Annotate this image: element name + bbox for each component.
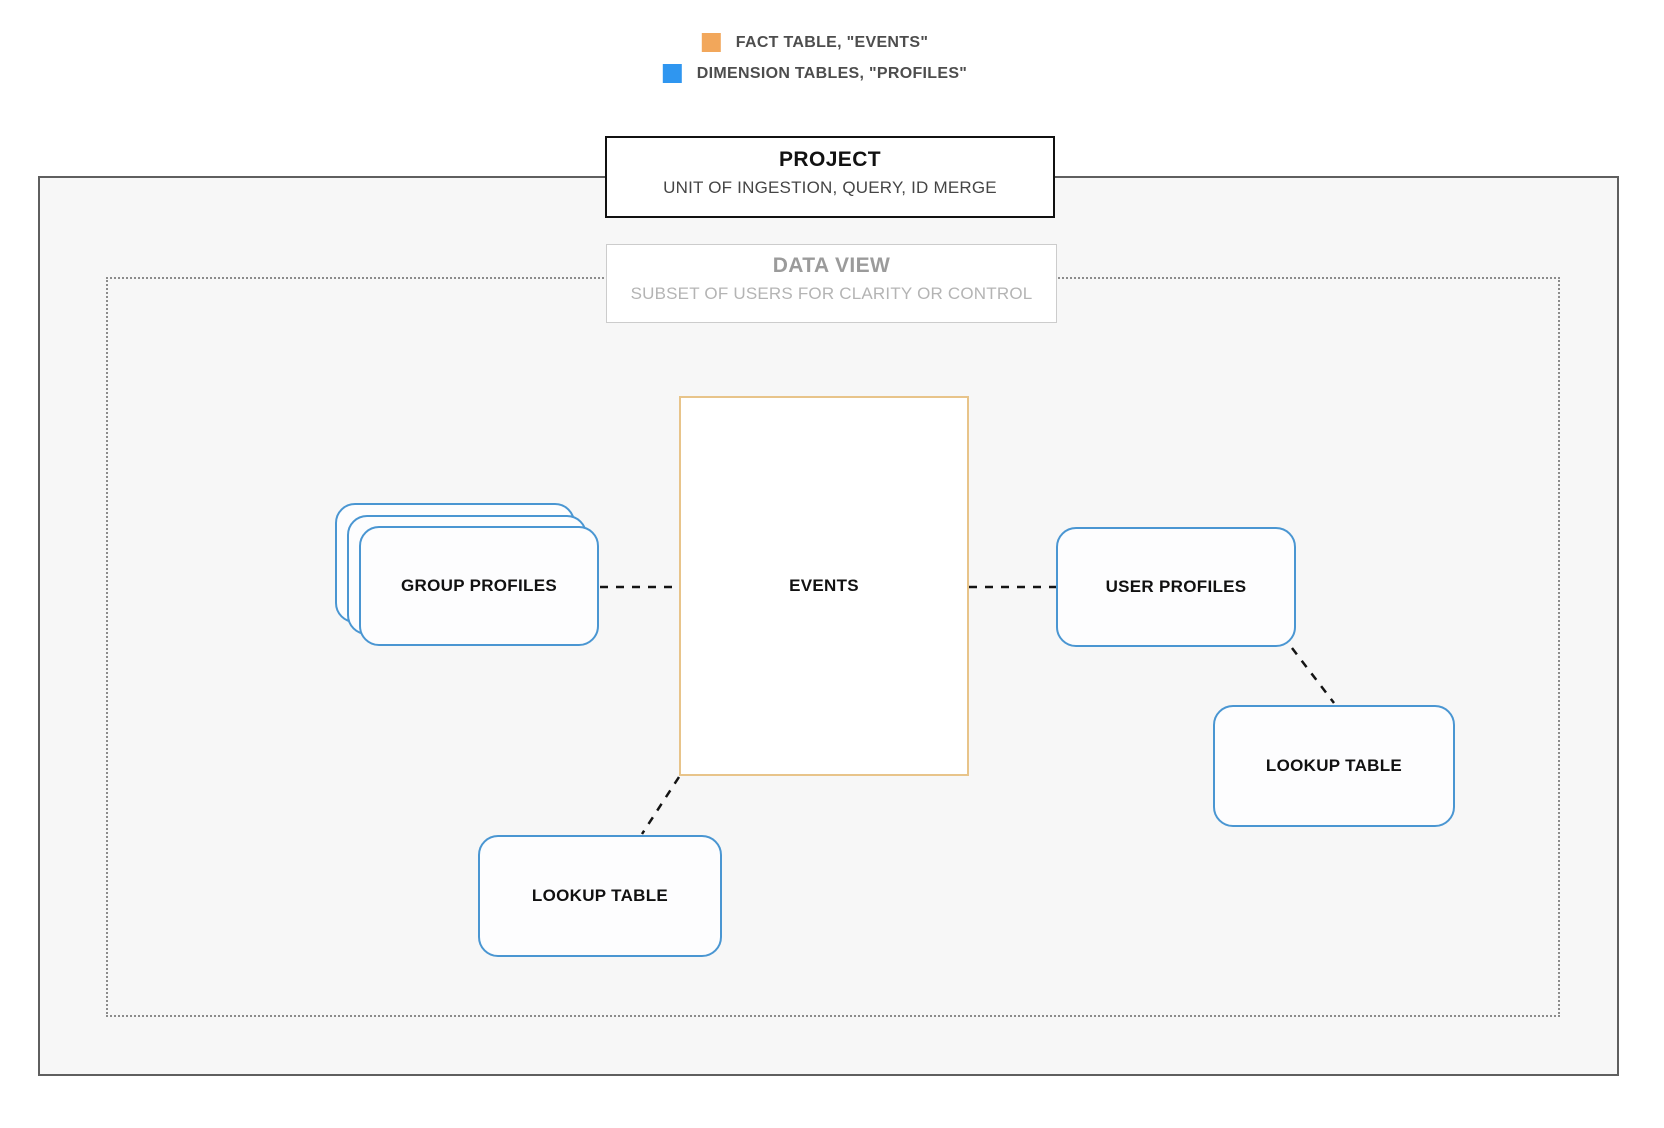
events-node-label: EVENTS [789,576,859,595]
dimension-tables-swatch-icon [662,64,682,83]
project-title: PROJECT [779,148,881,171]
legend-item-fact-table: FACT TABLE, "EVENTS" [701,33,929,52]
lookup-table-right-node: LOOKUP TABLE [1213,705,1455,827]
data-view-title-box: DATA VIEW SUBSET OF USERS FOR CLARITY OR… [606,244,1057,323]
legend: FACT TABLE, "EVENTS" DIMENSION TABLES, "… [662,33,968,83]
lookup-table-right-node-label: LOOKUP TABLE [1265,756,1403,775]
data-view-title: DATA VIEW [772,254,891,277]
fact-table-swatch-icon [701,33,721,52]
group-profiles-node-label: GROUP PROFILES [401,576,557,595]
lookup-table-bottom-node-label: LOOKUP TABLE [531,886,669,905]
user-profiles-node: USER PROFILES [1056,527,1296,647]
project-subtitle: UNIT OF INGESTION, QUERY, ID MERGE [663,178,997,197]
legend-dimension-tables-label: DIMENSION TABLES, "PROFILES" [696,64,968,82]
legend-fact-table-label: FACT TABLE, "EVENTS" [735,33,929,51]
project-title-box: PROJECT UNIT OF INGESTION, QUERY, ID MER… [605,136,1055,218]
user-profiles-node-label: USER PROFILES [1105,577,1247,596]
group-profiles-node: GROUP PROFILES [359,526,599,646]
legend-item-dimension-tables: DIMENSION TABLES, "PROFILES" [662,64,968,83]
data-view-subtitle: SUBSET OF USERS FOR CLARITY OR CONTROL [630,284,1033,303]
events-node: EVENTS [679,396,969,776]
lookup-table-bottom-node: LOOKUP TABLE [478,835,722,957]
